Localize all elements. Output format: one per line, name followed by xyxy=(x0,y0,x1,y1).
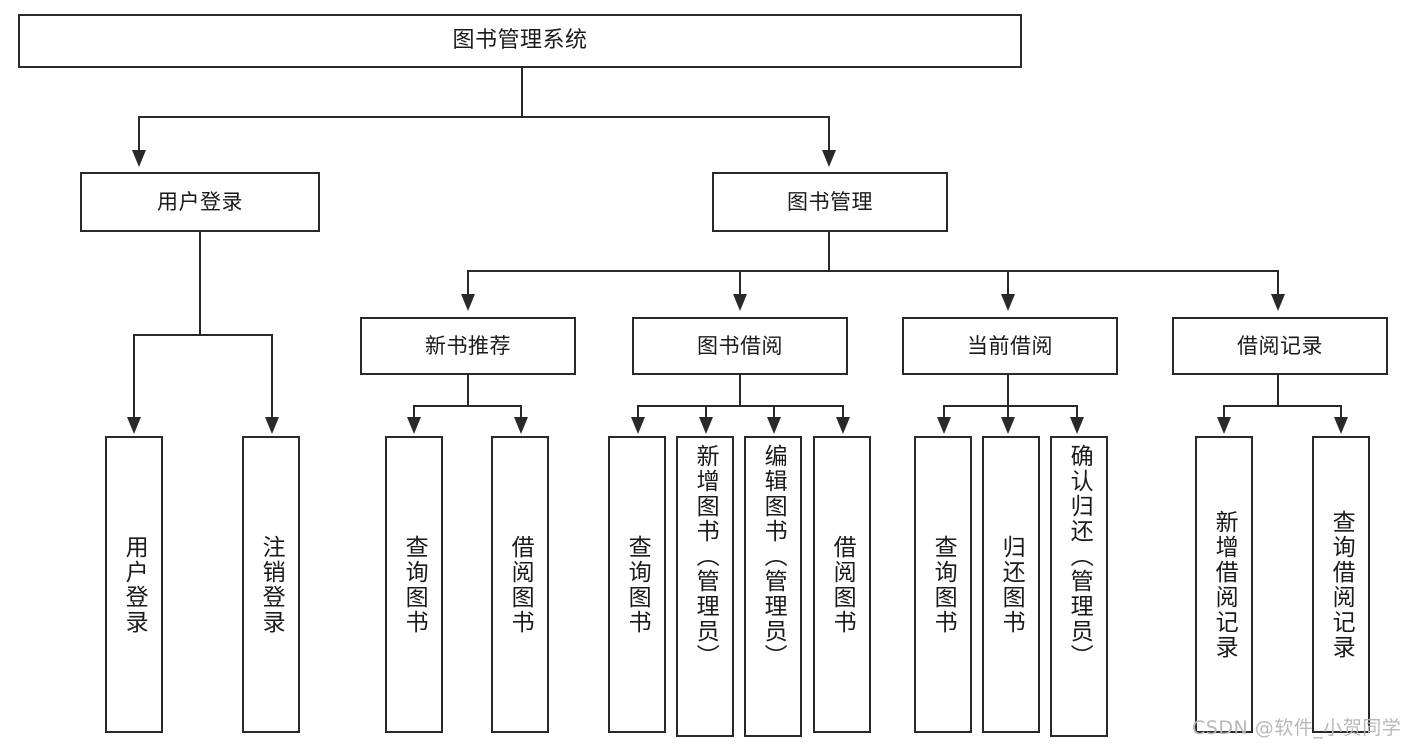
node-label: 新书推荐 xyxy=(425,333,511,358)
connector-current-borrow-bus xyxy=(944,405,1078,407)
arrowhead-current-borrow xyxy=(1001,294,1015,311)
arrowhead-leaf-user-login xyxy=(127,417,141,434)
node-label: 查询图书 xyxy=(624,534,651,635)
connector-drop-leaf-add-record xyxy=(1223,405,1225,419)
arrowhead-leaf-borrow-book-2 xyxy=(836,417,850,434)
connector-drop-current-borrow xyxy=(1007,270,1009,296)
connector-drop-leaf-query-book-1 xyxy=(413,405,415,419)
node-leaf-query-book-borrow[interactable]: 查询图书 xyxy=(608,436,666,733)
connector-drop-leaf-borrow-book-2 xyxy=(842,405,844,419)
node-leaf-user-login[interactable]: 用户登录 xyxy=(105,436,163,733)
node-label: 新增借阅记录 xyxy=(1211,509,1238,660)
node-root-book-management-system[interactable]: 图书管理系统 xyxy=(18,14,1022,68)
connector-book-borrow-bus xyxy=(638,405,844,407)
node-label: 归还图书 xyxy=(998,534,1025,635)
connector-level2-bus xyxy=(139,116,830,118)
node-leaf-logout[interactable]: 注销登录 xyxy=(242,436,300,733)
node-new-book-recommend[interactable]: 新书推荐 xyxy=(360,317,576,375)
connector-drop-leaf-add-book xyxy=(705,405,707,419)
arrowhead-leaf-query-book-1 xyxy=(407,417,421,434)
node-label: 查询图书 xyxy=(401,534,428,635)
node-borrow-record[interactable]: 借阅记录 xyxy=(1172,317,1388,375)
connector-drop-leaf-query-record xyxy=(1340,405,1342,419)
connector-borrow-record-stem xyxy=(1277,375,1279,406)
node-current-borrow[interactable]: 当前借阅 xyxy=(902,317,1118,375)
connector-book-borrow-stem xyxy=(739,375,741,406)
connector-borrow-record-bus xyxy=(1224,405,1342,407)
arrowhead-borrow-record xyxy=(1271,294,1285,311)
node-label: 编辑图书（管理员） xyxy=(760,444,787,669)
node-label: 查询借阅记录 xyxy=(1328,509,1355,660)
node-label: 借阅记录 xyxy=(1237,333,1323,358)
arrowhead-user-login xyxy=(132,150,146,167)
connector-user-login-stem xyxy=(199,232,201,335)
node-label: 查询图书 xyxy=(930,534,957,635)
arrowhead-leaf-return-book xyxy=(1001,417,1015,434)
arrowhead-leaf-query-book-3 xyxy=(937,417,951,434)
node-leaf-add-borrow-record[interactable]: 新增借阅记录 xyxy=(1195,436,1253,733)
node-leaf-borrow-book-recommend[interactable]: 借阅图书 xyxy=(491,436,549,733)
node-label: 用户登录 xyxy=(157,189,243,214)
node-label: 借阅图书 xyxy=(507,534,534,635)
node-label: 图书管理系统 xyxy=(452,28,588,54)
connector-drop-leaf-user-login xyxy=(133,334,135,419)
connector-drop-leaf-logout xyxy=(271,334,273,419)
arrowhead-leaf-add-book xyxy=(699,417,713,434)
node-label: 当前借阅 xyxy=(967,333,1053,358)
connector-drop-leaf-return-book xyxy=(1007,405,1009,419)
node-label: 借阅图书 xyxy=(829,534,856,635)
node-book-borrow[interactable]: 图书借阅 xyxy=(632,317,848,375)
connector-root-stem xyxy=(521,68,523,117)
node-leaf-edit-book-admin[interactable]: 编辑图书（管理员） xyxy=(744,436,802,737)
arrowhead-leaf-edit-book xyxy=(767,417,781,434)
connector-drop-book-management xyxy=(828,116,830,152)
node-user-login[interactable]: 用户登录 xyxy=(80,172,320,232)
node-label: 确认归还（管理员） xyxy=(1066,444,1093,669)
connector-user-login-bus xyxy=(134,334,273,336)
node-leaf-query-borrow-record[interactable]: 查询借阅记录 xyxy=(1312,436,1370,733)
connector-drop-book-borrow xyxy=(739,270,741,296)
arrowhead-book-management xyxy=(822,150,836,167)
arrowhead-leaf-add-record xyxy=(1217,417,1231,434)
connector-drop-leaf-borrow-book-1 xyxy=(520,405,522,419)
node-leaf-return-book[interactable]: 归还图书 xyxy=(982,436,1040,733)
arrowhead-leaf-logout xyxy=(265,417,279,434)
arrowhead-leaf-borrow-book-1 xyxy=(514,417,528,434)
connector-new-book-recommend-bus xyxy=(414,405,522,407)
node-label: 用户登录 xyxy=(121,534,148,635)
arrowhead-leaf-confirm-return xyxy=(1070,417,1084,434)
connector-drop-leaf-edit-book xyxy=(773,405,775,419)
node-label: 图书管理 xyxy=(787,189,873,214)
connector-drop-leaf-query-book-2 xyxy=(637,405,639,419)
node-label: 图书借阅 xyxy=(697,333,783,358)
connector-current-borrow-stem xyxy=(1007,375,1009,406)
node-leaf-borrow-book[interactable]: 借阅图书 xyxy=(813,436,871,733)
node-label: 新增图书（管理员） xyxy=(692,444,719,669)
arrowhead-new-book-recommend xyxy=(461,294,475,311)
node-leaf-query-book-recommend[interactable]: 查询图书 xyxy=(385,436,443,733)
node-leaf-query-book-current[interactable]: 查询图书 xyxy=(914,436,972,733)
connector-drop-new-book-recommend xyxy=(467,270,469,296)
arrowhead-book-borrow xyxy=(733,294,747,311)
node-book-management[interactable]: 图书管理 xyxy=(712,172,948,232)
connector-new-book-recommend-stem xyxy=(467,375,469,406)
node-leaf-add-book-admin[interactable]: 新增图书（管理员） xyxy=(676,436,734,737)
connector-drop-borrow-record xyxy=(1277,270,1279,296)
arrowhead-leaf-query-record xyxy=(1334,417,1348,434)
connector-level3-bus xyxy=(468,270,1279,272)
connector-drop-user-login xyxy=(138,116,140,152)
connector-drop-leaf-query-book-3 xyxy=(943,405,945,419)
node-leaf-confirm-return-admin[interactable]: 确认归还（管理员） xyxy=(1050,436,1108,737)
node-label: 注销登录 xyxy=(258,534,285,635)
connector-book-management-stem xyxy=(828,232,830,271)
connector-drop-leaf-confirm-return xyxy=(1076,405,1078,419)
csdn-watermark: CSDN @软件_小贺同学 xyxy=(1192,717,1402,739)
arrowhead-leaf-query-book-2 xyxy=(631,417,645,434)
